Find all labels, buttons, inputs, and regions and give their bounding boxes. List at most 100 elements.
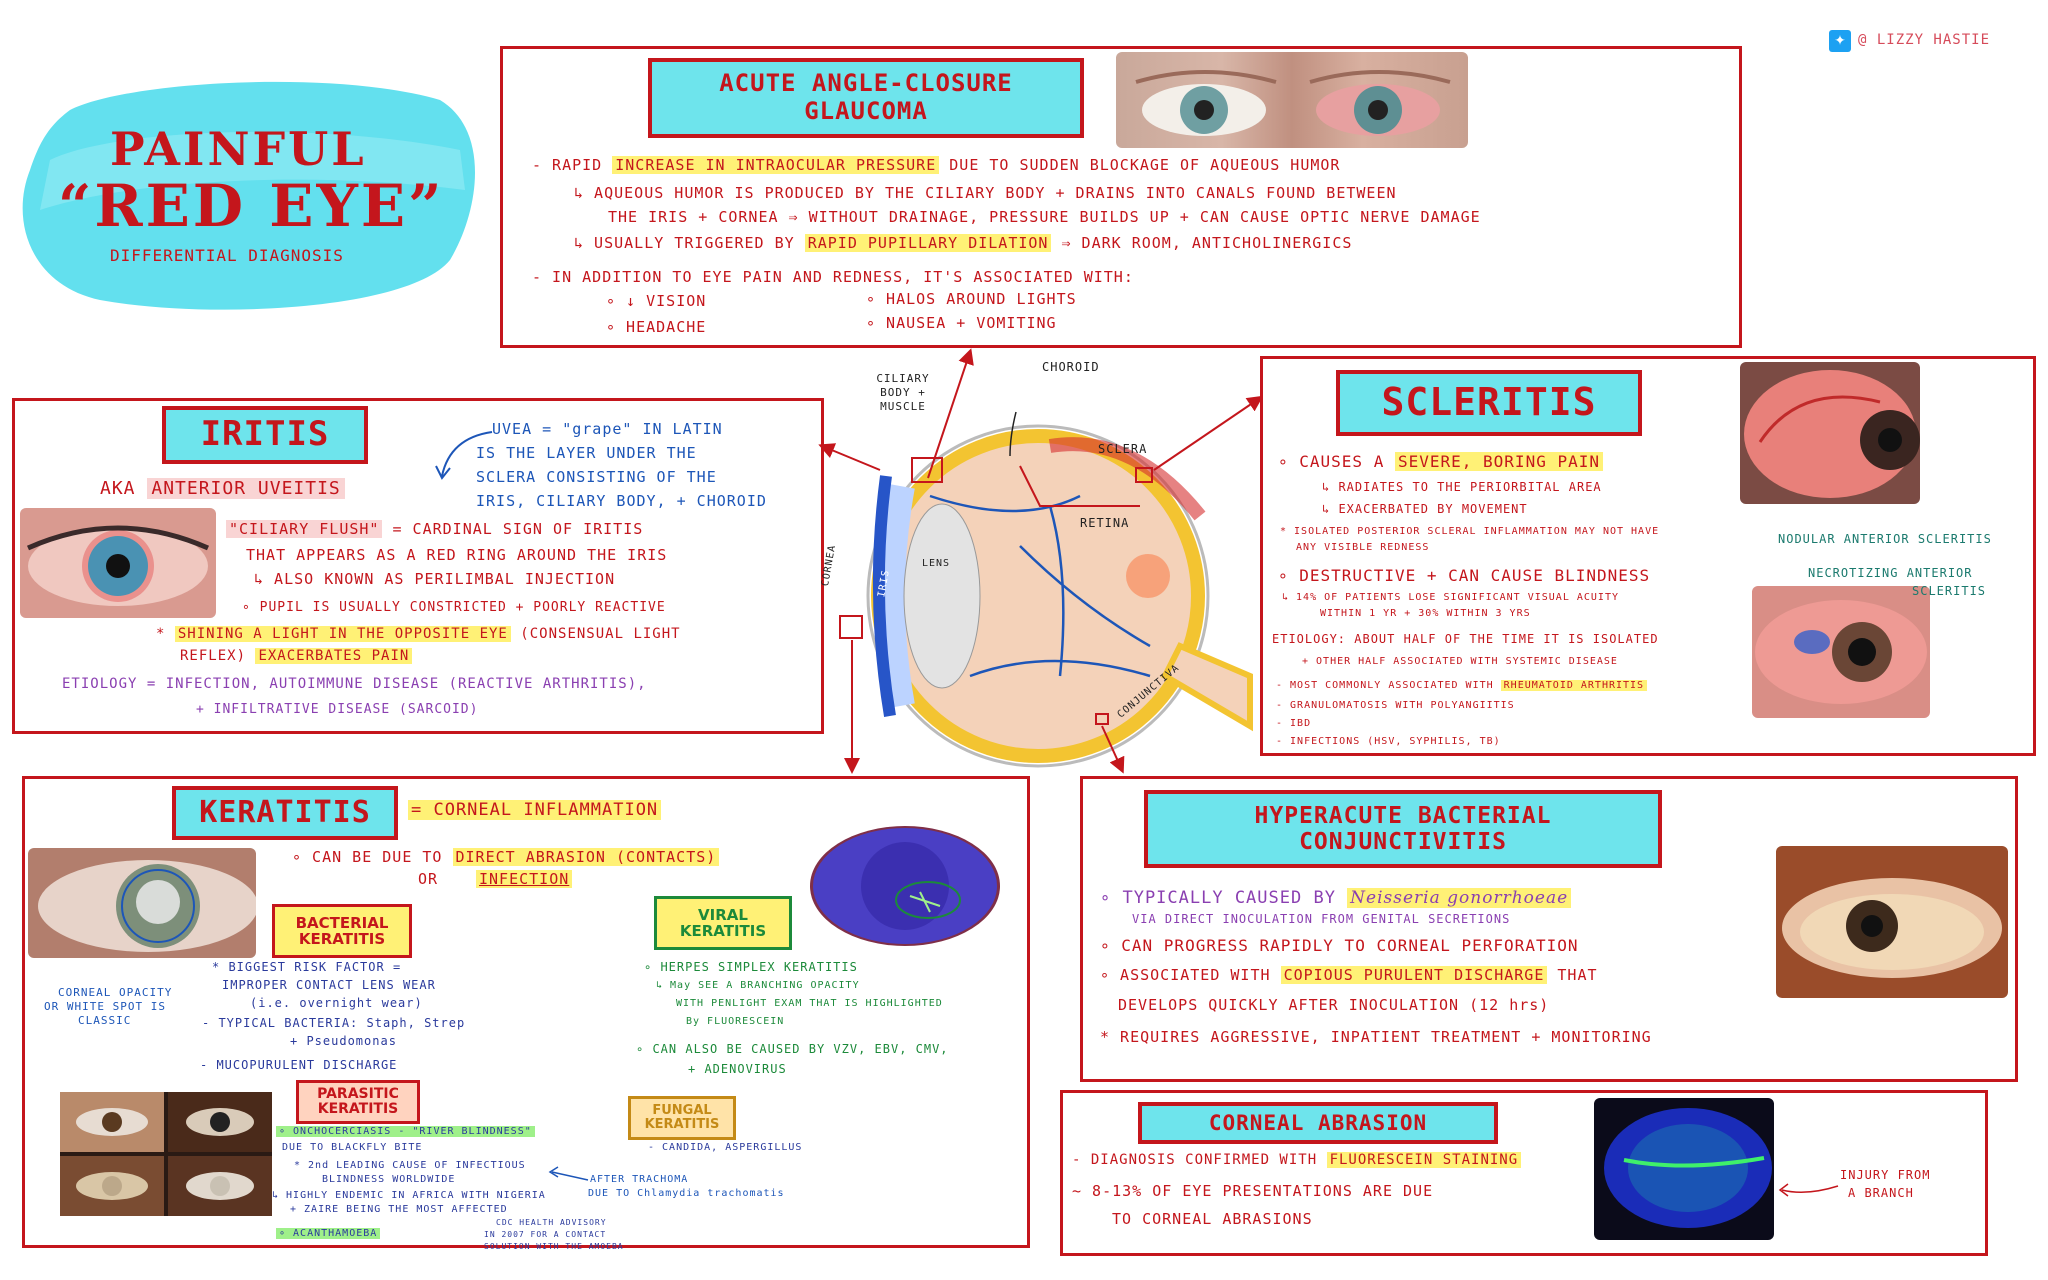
iritis-title: IRITIS	[162, 406, 368, 464]
scleritis-caption-nodular: NODULAR ANTERIOR SCLERITIS	[1778, 532, 1992, 546]
scleritis-line3: ↳ EXACERBATED BY MOVEMENT	[1322, 502, 1528, 516]
conjunctivitis-line2: VIA DIRECT INOCULATION FROM GENITAL SECR…	[1132, 912, 1511, 926]
keratitis-line1: ∘ CAN BE DUE TO DIRECT ABRASION (CONTACT…	[292, 848, 720, 866]
conjunctivitis-line6: * REQUIRES AGGRESSIVE, INPATIENT TREATME…	[1100, 1028, 1652, 1046]
abrasion-caption1: INJURY FROM	[1840, 1168, 1931, 1182]
parasitic-line3: * 2nd LEADING CAUSE OF INFECTIOUS	[294, 1160, 526, 1171]
iritis-line3: ↳ ALSO KNOWN AS PERILIMBAL INJECTION	[254, 570, 616, 588]
opacity-caption2: OR WHITE SPOT IS	[44, 1000, 166, 1013]
parasitic-line7: ∘ ACANTHAMOEBA	[276, 1228, 381, 1239]
trachoma-caption2: DUE TO Chlamydia trachomatis	[588, 1188, 785, 1199]
nodular-scleritis-photo	[1740, 362, 1920, 504]
bacterial-keratitis-box: BACTERIAL KERATITIS	[272, 904, 412, 958]
scleritis-line5: ANY VISIBLE REDNESS	[1296, 542, 1430, 553]
keratitis-title: KERATITIS	[172, 786, 398, 840]
iritis-line2: THAT APPEARS AS A RED RING AROUND THE IR…	[246, 546, 668, 564]
bacterial-line5: + Pseudomonas	[290, 1034, 397, 1048]
abrasion-line1: - DIAGNOSIS CONFIRMED WITH FLUORESCEIN S…	[1072, 1152, 1522, 1168]
bacterial-line3: (i.e. overnight wear)	[250, 996, 423, 1010]
opacity-caption1: CORNEAL OPACITY	[58, 986, 173, 999]
label-sclera: SCLERA	[1098, 442, 1148, 456]
parasitic-keratitis-box: PARASITIC KERATITIS	[296, 1080, 420, 1124]
parasitic-cdc1: CDC HEALTH ADVISORY	[496, 1218, 607, 1227]
scleritis-line9: ETIOLOGY: ABOUT HALF OF THE TIME IT IS I…	[1272, 632, 1659, 646]
abrasion-line2: ~ 8-13% OF EYE PRESENTATIONS ARE DUE	[1072, 1182, 1434, 1200]
glaucoma-bullet-halos: ∘ HALOS AROUND LIGHTS	[866, 290, 1077, 308]
iritis-etiology2: + INFILTRATIVE DISEASE (SARCOID)	[196, 702, 479, 717]
abrasion-title: CORNEAL ABRASION	[1138, 1102, 1498, 1144]
uvea-line1: UVEA = "grape" IN LATIN	[492, 420, 723, 438]
eye-globe	[866, 424, 1253, 768]
uvea-line2: IS THE LAYER UNDER THE	[476, 444, 697, 462]
scleritis-line7: ↳ 14% OF PATIENTS LOSE SIGNIFICANT VISUA…	[1282, 592, 1619, 603]
parasitic-line2: DUE TO BLACKFLY BITE	[282, 1142, 423, 1153]
scleritis-line10: + OTHER HALF ASSOCIATED WITH SYSTEMIC DI…	[1302, 656, 1618, 667]
keratitis-infection: INFECTION	[476, 870, 573, 888]
viral-line5: ∘ CAN ALSO BE CAUSED BY VZV, EBV, CMV,	[636, 1042, 949, 1056]
uvea-line3: SCLERA CONSISTING OF THE	[476, 468, 717, 486]
parasitic-line6: + ZAIRE BEING THE MOST AFFECTED	[290, 1204, 508, 1215]
abrasion-arrow	[1778, 1183, 1839, 1197]
trachoma-caption1: AFTER TRACHOMA	[590, 1174, 689, 1185]
label-retina: RETINA	[1080, 516, 1130, 530]
scleritis-caption-necrotizing2: SCLERITIS	[1912, 584, 1987, 598]
keratitis-or: OR	[418, 870, 439, 888]
viral-line1: ∘ HERPES SIMPLEX KERATITIS	[644, 960, 858, 974]
scleritis-title: SCLERITIS	[1336, 370, 1642, 436]
iritis-aka: AKA ANTERIOR UVEITIS	[100, 478, 345, 499]
abrasion-line3: TO CORNEAL ABRASIONS	[1112, 1210, 1313, 1228]
trachoma-arrow	[548, 1166, 589, 1181]
label-ciliary-body: CILIARY BODY + MUSCLE	[876, 372, 930, 413]
viral-keratitis-box: VIRAL KERATITIS	[654, 896, 792, 950]
abrasion-caption2: A BRANCH	[1848, 1186, 1914, 1200]
label-lens: LENS	[922, 558, 951, 569]
bacterial-line2: IMPROPER CONTACT LENS WEAR	[222, 978, 436, 992]
scleritis-line14: - INFECTIONS (HSV, SYPHILIS, TB)	[1276, 736, 1501, 747]
scleritis-caption-necrotizing1: NECROTIZING ANTERIOR	[1808, 566, 1973, 580]
corneal-opacity-photo	[28, 848, 256, 958]
scleritis-line12: - GRANULOMATOSIS WITH POLYANGIITIS	[1276, 700, 1515, 711]
abrasion-photo	[1594, 1098, 1774, 1240]
label-choroid: CHOROID	[1042, 360, 1100, 374]
glaucoma-bullet-nausea: ∘ NAUSEA + VOMITING	[866, 314, 1057, 332]
parasitic-line4: BLINDNESS WORLDWIDE	[322, 1174, 456, 1185]
iritis-etiology1: ETIOLOGY = INFECTION, AUTOIMMUNE DISEASE…	[62, 676, 647, 692]
fungal-keratitis-box: FUNGAL KERATITIS	[628, 1096, 736, 1140]
scleritis-line11: - MOST COMMONLY ASSOCIATED WITH RHEUMATO…	[1276, 680, 1648, 691]
scleritis-line13: - IBD	[1276, 718, 1312, 729]
viral-line6: + ADENOVIRUS	[688, 1062, 787, 1076]
glaucoma-line1: - RAPID INCREASE IN INTRAOCULAR PRESSURE…	[532, 156, 1341, 174]
conjunctivitis-line5: DEVELOPS QUICKLY AFTER INOCULATION (12 h…	[1118, 996, 1550, 1014]
conjunctivitis-line1: ∘ TYPICALLY CAUSED BY Neisseria gonorrho…	[1100, 888, 1572, 908]
iris-structure	[872, 475, 896, 717]
conjunctivitis-line4: ∘ ASSOCIATED WITH COPIOUS PURULENT DISCH…	[1100, 966, 1598, 984]
scleritis-line6: ∘ DESTRUCTIVE + CAN CAUSE BLINDNESS	[1278, 566, 1651, 585]
conjunctivitis-photo	[1776, 846, 2008, 998]
scleritis-line1: ∘ CAUSES A SEVERE, BORING PAIN	[1278, 452, 1603, 471]
glaucoma-title: ACUTE ANGLE-CLOSURE GLAUCOMA	[648, 58, 1084, 138]
glaucoma-bullet-vision: ∘ ↓ VISION	[606, 292, 707, 310]
glaucoma-line3: THE IRIS + CORNEA ⇒ WITHOUT DRAINAGE, PR…	[608, 208, 1481, 226]
credit-handle: @ LIZZY HASTIE	[1858, 32, 1991, 48]
keratitis-definition: = CORNEAL INFLAMMATION	[408, 800, 662, 820]
viral-line3: WITH PENLIGHT EXAM THAT IS HIGHLIGHTED	[676, 998, 943, 1009]
scleritis-line2: ↳ RADIATES TO THE PERIORBITAL AREA	[1322, 480, 1602, 494]
uvea-arrow	[435, 431, 493, 480]
conjunctivitis-title: HYPERACUTE BACTERIAL CONJUNCTIVITIS	[1144, 790, 1662, 868]
fungal-line1: - CANDIDA, ASPERGILLUS	[648, 1142, 803, 1153]
onchocerciasis-photos	[60, 1092, 272, 1216]
eye-anatomy-diagram	[839, 411, 1253, 768]
title-line2: “RED EYE”	[58, 172, 445, 240]
bacterial-line1: * BIGGEST RISK FACTOR =	[212, 960, 402, 974]
iritis-line4: ∘ PUPIL IS USUALLY CONSTRICTED + POORLY …	[242, 600, 666, 615]
parasitic-line5: ↳ HIGHLY ENDEMIC IN AFRICA WITH NIGERIA	[272, 1190, 546, 1201]
bacterial-line6: - MUCOPURULENT DISCHARGE	[200, 1058, 398, 1072]
title-cyan-blob	[22, 81, 475, 310]
opacity-caption3: CLASSIC	[78, 1014, 132, 1027]
lens-structure	[903, 503, 981, 689]
iritis-line6: REFLEX) EXACERBATES PAIN	[180, 648, 413, 664]
parasitic-cdc2: IN 2007 FOR A CONTACT	[484, 1230, 607, 1239]
title-subtitle: DIFFERENTIAL DIAGNOSIS	[110, 246, 344, 265]
viral-line2: ↳ May SEE A BRANCHING OPACITY	[656, 980, 860, 991]
glaucoma-bullet-headache: ∘ HEADACHE	[606, 318, 707, 336]
